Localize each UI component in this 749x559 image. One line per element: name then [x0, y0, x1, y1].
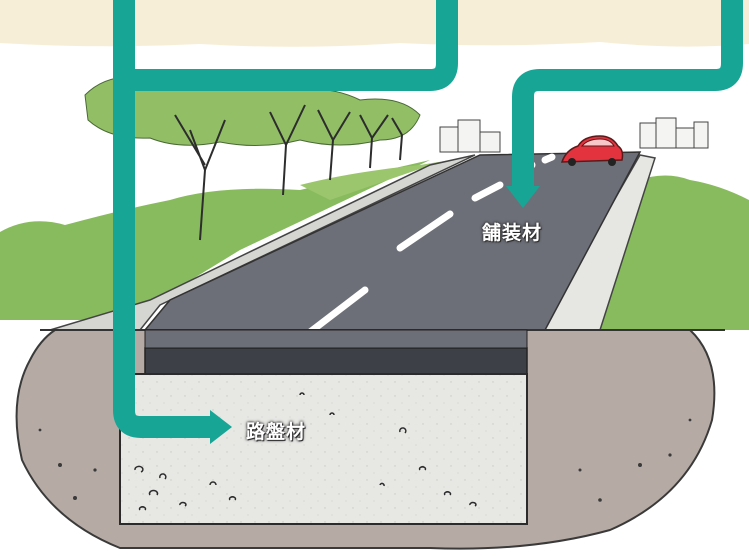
tree-trunks — [174, 104, 404, 241]
surface-layer — [144, 347, 528, 375]
surface-layer-top — [144, 329, 528, 349]
grass-far — [300, 152, 500, 200]
base-gravel — [134, 392, 477, 511]
city-skyline-left — [439, 119, 501, 153]
surface-material-arrowhead — [506, 186, 540, 208]
surface-material-label: 舗装材 — [482, 222, 543, 244]
base-layer-texture — [121, 375, 526, 523]
base-material-arrowhead — [210, 410, 232, 444]
city-skyline-right — [639, 117, 709, 149]
surface-material-arrow[interactable] — [512, 0, 743, 188]
red-car — [560, 135, 624, 166]
base-material-arrow[interactable] — [113, 0, 212, 438]
top-banner — [0, 0, 749, 47]
soil-pebbles — [38, 418, 692, 502]
grass-left — [0, 160, 430, 320]
base-material-label: 路盤材 — [246, 421, 307, 443]
top-branch-connector — [135, 0, 458, 91]
